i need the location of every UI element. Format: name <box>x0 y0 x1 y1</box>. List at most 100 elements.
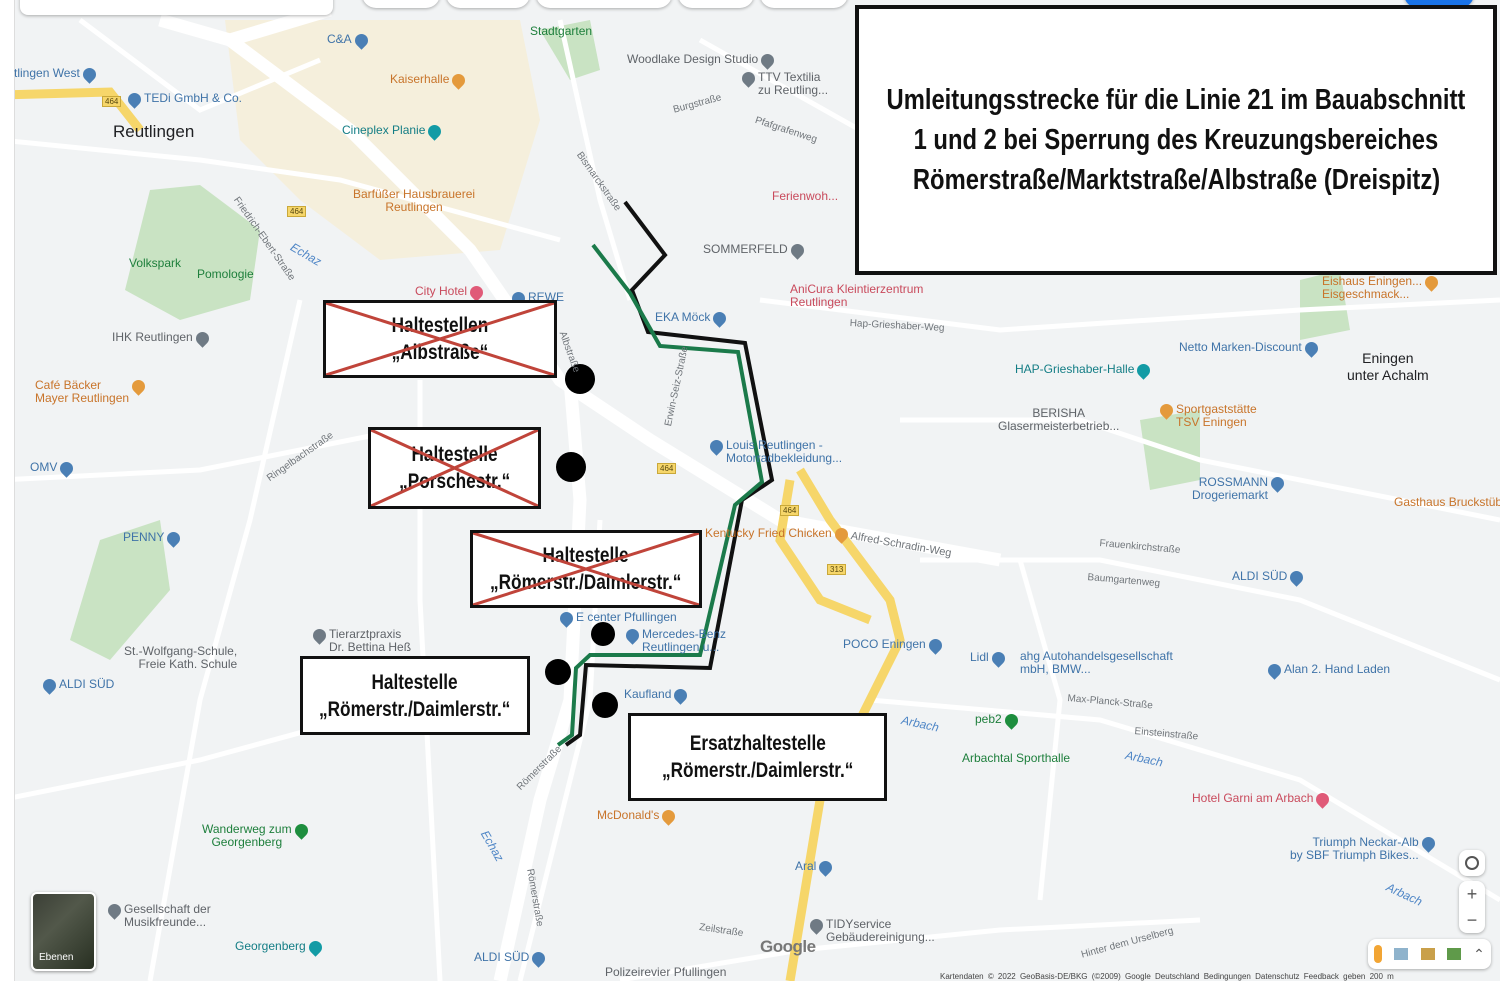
filter-chip[interactable] <box>536 0 672 8</box>
title-line: Umleitungsstrecke für die Linie 21 im Ba… <box>886 84 1466 116</box>
poi-label: Tierarztpraxis Dr. Bettina Heß <box>329 627 412 654</box>
poi-marker[interactable]: EKA Möck <box>655 309 730 328</box>
poi-marker[interactable]: peb2 <box>975 711 1021 730</box>
filter-chip[interactable] <box>760 0 848 8</box>
poi-label: Georgenberg <box>235 939 306 953</box>
poi-marker[interactable]: PENNY <box>123 529 184 548</box>
poi-marker[interactable]: Sportgaststätte TSV Eningen <box>1157 401 1257 429</box>
poi-marker[interactable]: TEDi GmbH & Co. <box>125 90 242 109</box>
poi-label: Louis Reutlingen - Motorradbekleidung... <box>726 438 843 465</box>
poi-marker[interactable]: Cineplex Planie <box>342 122 445 141</box>
poi-marker[interactable]: AniCura Kleintierzentrum Reutlingen <box>790 283 923 309</box>
poi-marker[interactable]: McDonald's <box>597 807 679 826</box>
layers-button[interactable]: Ebenen <box>31 892 96 971</box>
poi-label: Ferienwoh... <box>772 189 839 203</box>
zoom-out-button[interactable]: − <box>1466 910 1478 930</box>
terrain-thumb[interactable] <box>1420 948 1435 960</box>
poi-label: Sportgaststätte TSV Eningen <box>1176 402 1257 429</box>
park-volkspark <box>125 185 260 320</box>
cart-icon <box>164 529 184 548</box>
expand-chevron-icon[interactable]: ⌃ <box>1473 945 1485 962</box>
poi-marker[interactable]: Café Bäcker Mayer Reutlingen <box>35 377 148 405</box>
poi-marker[interactable]: Kentucky Fried Chicken <box>705 525 851 544</box>
poi-marker[interactable]: Aral <box>795 858 836 877</box>
poi-marker[interactable]: Arbachtal Sporthalle <box>962 752 1070 765</box>
map-attribution[interactable]: Kartendaten © 2022 GeoBasis-DE/BKG (©200… <box>940 972 1394 981</box>
cart-icon <box>557 609 576 628</box>
satellite-thumb[interactable] <box>1394 948 1409 960</box>
poi-marker[interactable]: Ferienwoh... <box>772 190 838 203</box>
poi-marker[interactable]: IHK Reutlingen <box>112 329 212 348</box>
restaurant-icon <box>1157 401 1176 420</box>
location-target-icon <box>1465 856 1479 870</box>
restaurant-icon <box>1422 273 1441 292</box>
poi-marker[interactable]: Mercedes-Benz Reutlingen u... <box>623 626 726 654</box>
poi-marker[interactable]: Polizeirevier Pfullingen <box>605 966 726 979</box>
poi-marker[interactable]: SOMMERFELD <box>703 241 807 260</box>
road-badge: 464 <box>287 206 307 217</box>
poi-marker[interactable]: Georgenberg <box>235 938 325 957</box>
poi-marker[interactable]: Kaufland <box>624 686 691 705</box>
poi-marker[interactable]: TIDYservice Gebäudereinigung... <box>807 916 935 944</box>
streetview-thumb[interactable] <box>1446 948 1461 960</box>
stop-box-roemer: Haltestelle „Römerstr./Daimlerstr.“ <box>300 656 530 735</box>
poi-marker[interactable]: E center Pfullingen <box>557 609 677 628</box>
poi-marker[interactable]: Netto Marken-Discount <box>1179 339 1321 358</box>
poi-marker[interactable]: City Hotel <box>415 283 486 302</box>
poi-marker[interactable]: Eishaus Eningen... Eisgeschmack... <box>1322 273 1441 301</box>
search-box[interactable] <box>20 0 333 15</box>
poi-label: ALDI SÜD <box>474 950 530 964</box>
stop-dot-ersatz <box>592 692 618 718</box>
poi-marker[interactable]: Woodlake Design Studio <box>627 51 777 70</box>
poi-marker[interactable]: Alan 2. Hand Laden <box>1265 661 1390 680</box>
filter-chip[interactable] <box>678 0 754 8</box>
my-location-button[interactable] <box>1459 850 1485 876</box>
poi-marker[interactable]: ROSSMANN Drogeriemarkt <box>1192 474 1287 502</box>
poi-marker[interactable]: Pomologie <box>197 268 254 281</box>
title-line: 1 und 2 bei Sperrung des Kreuzungsbereic… <box>913 124 1439 156</box>
poi-marker[interactable]: tlingen West <box>14 65 99 84</box>
poi-marker[interactable]: Kaiserhalle <box>390 71 469 90</box>
poi-marker[interactable]: Volkspark <box>129 257 181 270</box>
poi-marker[interactable]: C&A <box>327 31 371 50</box>
poi-marker[interactable]: ahg Autohandelsgesellschaft mbH, BMW... <box>1020 650 1173 676</box>
poi-label: E center Pfullingen <box>576 610 677 624</box>
stop-dot-roemer-old <box>591 622 615 646</box>
poi-marker[interactable]: Stadtgarten <box>530 25 592 38</box>
poi-marker[interactable]: Louis Reutlingen - Motorradbekleidung... <box>707 437 843 465</box>
poi-marker[interactable]: POCO Eningen <box>843 636 945 655</box>
poi-label: Lidl <box>970 650 989 664</box>
road-badge: 313 <box>827 564 847 575</box>
poi-marker[interactable]: Gasthaus Bruckstüble <box>1394 496 1500 509</box>
poi-marker[interactable]: Barfüßer Hausbrauerei Reutlingen <box>353 188 475 214</box>
left-panel-edge <box>0 0 15 981</box>
filter-chip[interactable] <box>446 0 530 8</box>
poi-marker[interactable]: ALDI SÜD <box>474 949 549 968</box>
poi-marker[interactable]: HAP-Grieshaber-Halle <box>1015 361 1154 380</box>
poi-label: Aral <box>795 859 817 873</box>
stop-label-line1: Haltestelle <box>371 670 459 694</box>
poi-marker[interactable]: OMV <box>30 459 77 478</box>
stop-label-line2: „Römerstr./Daimlerstr.“ <box>661 759 854 782</box>
poi-marker[interactable]: Triumph Neckar-Alb by SBF Triumph Bikes.… <box>1290 834 1438 862</box>
poi-marker[interactable]: TTV Textilia zu Reutling... <box>739 69 828 97</box>
poi-label: Café Bäcker Mayer Reutlingen <box>35 378 130 405</box>
poi-marker[interactable]: St.-Wolfgang-Schule, Freie Kath. Schule <box>124 645 237 671</box>
poi-marker[interactable]: ALDI SÜD <box>1232 568 1307 587</box>
cancel-cross-icon <box>371 430 538 506</box>
pegman-icon[interactable] <box>1374 945 1383 963</box>
poi-marker[interactable]: Gesellschaft der Musikfreunde... <box>105 901 211 929</box>
filter-chip[interactable] <box>362 0 440 8</box>
place-label-reutlingen: Reutlingen <box>113 122 195 141</box>
zoom-in-button[interactable]: + <box>1466 884 1478 904</box>
poi-marker[interactable]: Lidl <box>970 649 1008 668</box>
poi-marker[interactable]: ALDI SÜD <box>40 676 114 695</box>
poi-marker[interactable]: Tierarztpraxis Dr. Bettina Heß <box>310 626 412 654</box>
poi-marker[interactable]: Hotel Garni am Arbach <box>1192 790 1333 809</box>
road-badge: 464 <box>657 463 677 474</box>
cart-icon <box>671 686 691 705</box>
poi-marker[interactable]: Wanderweg zum Georgenberg <box>202 821 311 849</box>
sign-in-button[interactable] <box>1404 0 1474 8</box>
poi-marker[interactable]: BERISHA Glasermeisterbetrieb... <box>998 407 1119 433</box>
cafe-icon <box>129 377 148 396</box>
